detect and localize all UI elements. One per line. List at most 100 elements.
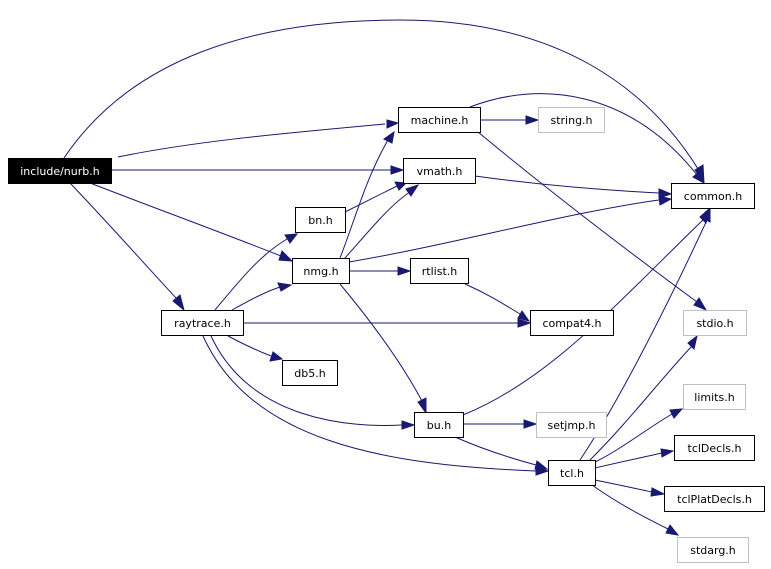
edge-nurb-to-machine <box>117 119 400 158</box>
edge-arrowhead <box>277 282 293 292</box>
edge-nmg-to-vmath <box>344 184 420 259</box>
node-db5[interactable]: db5.h <box>282 360 338 386</box>
edge-bu-to-setjmp <box>463 419 538 429</box>
edge-nurb-to-raytrace <box>69 182 185 312</box>
node-box <box>295 207 346 233</box>
node-machine[interactable]: machine.h <box>398 107 481 133</box>
node-common[interactable]: common.h <box>671 183 755 209</box>
edge-arrowhead <box>692 170 705 185</box>
edge-raytrace-to-tcl <box>202 335 550 476</box>
node-bu[interactable]: bu.h <box>414 412 464 438</box>
edge-arrowhead <box>278 250 294 262</box>
edge-machine-to-stdio <box>477 131 708 312</box>
node-label: rtlist.h <box>422 265 457 278</box>
node-box <box>671 183 755 209</box>
node-box <box>536 412 607 438</box>
node-box <box>548 460 596 486</box>
node-tcl[interactable]: tcl.h <box>548 460 596 486</box>
edge-nurb-to-vmath <box>111 165 405 175</box>
node-box <box>292 258 350 284</box>
edge-line <box>469 93 698 176</box>
node-stdio[interactable]: stdio.h <box>683 310 747 336</box>
edge-arrowhead <box>650 487 666 497</box>
edge-arrowhead <box>269 351 284 362</box>
node-label: compat4.h <box>543 317 602 330</box>
edge-line <box>117 123 386 158</box>
node-label: bn.h <box>308 214 332 227</box>
edge-line <box>210 335 403 426</box>
node-rtlist[interactable]: rtlist.h <box>410 258 469 284</box>
edge-arrowhead <box>702 206 711 223</box>
node-label: machine.h <box>411 114 469 127</box>
edge-raytrace-to-db5 <box>227 335 284 362</box>
edge-rtlist-to-compat4 <box>464 283 531 322</box>
edge-raytrace-to-nmg <box>231 282 293 311</box>
edge-line <box>594 479 653 493</box>
node-box <box>410 258 469 284</box>
node-box <box>282 360 338 386</box>
graph-edges <box>63 19 711 536</box>
edge-nurb-to-nmg <box>89 182 294 262</box>
node-nurb[interactable]: include/nurb.h <box>8 158 112 184</box>
node-tclPlatDecls[interactable]: tclPlatDecls.h <box>664 486 765 512</box>
edge-line <box>591 484 669 530</box>
edge-tcl-to-tclPlatDecls <box>594 479 666 497</box>
edge-arrowhead <box>417 397 427 415</box>
edge-arrowhead <box>401 420 416 430</box>
edge-arrowhead <box>397 266 412 276</box>
edge-arrowhead <box>665 524 680 536</box>
edge-nmg-to-machine <box>339 130 395 259</box>
node-label: tcl.h <box>560 467 584 480</box>
edge-line <box>477 131 698 303</box>
edge-tcl-to-tclDecls <box>594 448 675 469</box>
node-box <box>414 412 464 438</box>
node-stdarg[interactable]: stdarg.h <box>677 537 749 563</box>
edge-arrowhead <box>658 195 673 206</box>
edge-raytrace-to-bn <box>214 233 299 311</box>
edge-arrowhead <box>405 184 420 197</box>
node-vmath[interactable]: vmath.h <box>403 158 476 184</box>
edge-line <box>454 436 537 466</box>
edge-bn-to-vmath <box>344 181 408 213</box>
edge-arrowhead <box>284 233 299 244</box>
edge-line <box>63 19 701 173</box>
edge-machine-to-string <box>480 115 540 125</box>
node-label: string.h <box>550 114 592 127</box>
edge-line <box>344 191 411 259</box>
node-tclDecls[interactable]: tclDecls.h <box>674 435 755 461</box>
node-raytrace[interactable]: raytrace.h <box>161 310 244 336</box>
node-nmg[interactable]: nmg.h <box>292 258 350 284</box>
edge-nmg-to-rtlist <box>349 266 412 276</box>
node-label: vmath.h <box>417 165 463 178</box>
node-string[interactable]: string.h <box>538 107 605 133</box>
edge-arrowhead <box>534 460 549 470</box>
edge-arrowhead <box>660 448 675 458</box>
edge-line <box>339 139 389 259</box>
edge-tcl-to-limits <box>594 408 684 463</box>
node-box <box>398 107 481 133</box>
edge-arrowhead <box>517 310 531 322</box>
edge-line <box>89 182 282 257</box>
edge-nmg-to-bu <box>339 283 427 415</box>
node-label: include/nurb.h <box>20 165 100 178</box>
node-limits[interactable]: limits.h <box>683 384 746 410</box>
edge-tcl-to-stdarg <box>591 484 680 536</box>
edge-raytrace-to-compat4 <box>243 318 532 328</box>
edge-line <box>348 199 660 263</box>
node-setjmp[interactable]: setjmp.h <box>536 412 607 438</box>
edge-line <box>594 452 663 469</box>
node-label: nmg.h <box>303 265 338 278</box>
node-compat4[interactable]: compat4.h <box>530 310 614 336</box>
edge-arrowhead <box>523 419 538 429</box>
node-bn[interactable]: bn.h <box>295 207 346 233</box>
edge-line <box>227 335 272 357</box>
edge-arrowhead <box>386 119 400 129</box>
edge-arrowhead <box>693 297 708 312</box>
edge-machine-to-common <box>469 93 705 185</box>
edge-line <box>589 345 693 461</box>
edge-vmath-to-common <box>474 175 673 199</box>
node-box <box>683 310 747 336</box>
edge-tcl-to-stdio <box>589 334 698 461</box>
node-label: raytrace.h <box>174 317 231 330</box>
